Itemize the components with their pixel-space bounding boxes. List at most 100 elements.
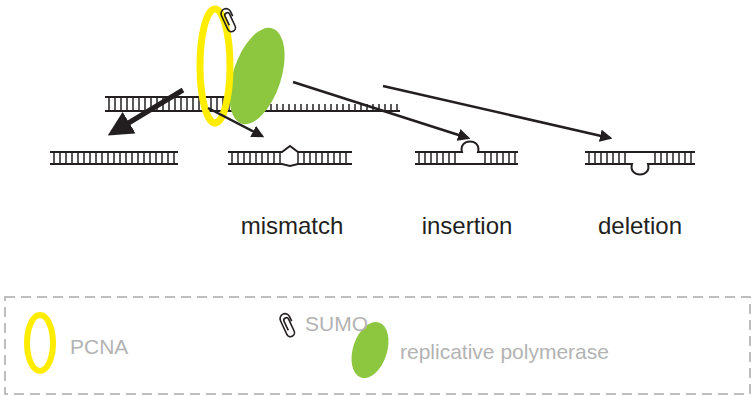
base-pair <box>143 152 145 164</box>
pcna-legend-icon <box>27 315 53 371</box>
base-pair <box>131 152 133 164</box>
base-pair <box>321 152 323 164</box>
base-pair <box>71 152 73 164</box>
base-pair <box>396 104 398 111</box>
base-pair <box>261 152 263 164</box>
base-pair <box>273 152 275 164</box>
base-pair <box>83 152 85 164</box>
base-pair <box>174 97 176 111</box>
outcome-label: mismatch <box>241 213 344 239</box>
base-pair <box>660 152 662 164</box>
base-pair <box>101 152 103 164</box>
base-pair <box>113 152 115 164</box>
base-pair <box>336 104 338 111</box>
base-pair <box>324 104 326 111</box>
base-pair <box>107 152 109 164</box>
base-pair <box>300 104 302 111</box>
outcome-arrows <box>112 82 610 138</box>
base-pair <box>315 152 317 164</box>
base-pair <box>255 152 257 164</box>
base-pair <box>155 152 157 164</box>
base-pair <box>442 152 444 164</box>
base-pair <box>327 152 329 164</box>
base-pair <box>231 152 233 164</box>
base-pair <box>330 104 332 111</box>
sumo-clip <box>219 7 238 33</box>
base-pair <box>180 97 182 111</box>
base-pair <box>108 97 110 111</box>
base-pair <box>77 152 79 164</box>
base-pair <box>161 152 163 164</box>
base-pair <box>114 97 116 111</box>
base-pair <box>267 152 269 164</box>
product-dna <box>50 142 695 175</box>
base-pair <box>690 152 692 164</box>
base-pair <box>282 104 284 111</box>
base-pair <box>666 152 668 164</box>
base-pair <box>318 104 320 111</box>
base-pair <box>514 152 516 164</box>
base-pair <box>600 152 602 164</box>
outcome-label: deletion <box>598 213 682 239</box>
base-pair <box>624 152 626 164</box>
base-pair <box>312 104 314 111</box>
base-pair <box>279 152 281 164</box>
base-pair <box>137 152 139 164</box>
base-pair <box>606 152 608 164</box>
base-pair <box>339 152 341 164</box>
base-pair <box>173 152 175 164</box>
base-pair <box>672 152 674 164</box>
base-pair <box>270 104 272 111</box>
base-pair <box>678 152 680 164</box>
base-pair <box>618 152 620 164</box>
base-pair <box>297 152 299 164</box>
base-pair <box>594 152 596 164</box>
base-pair <box>132 97 134 111</box>
base-pair <box>89 152 91 164</box>
base-pair <box>237 152 239 164</box>
base-pair <box>306 104 308 111</box>
base-pair <box>588 152 590 164</box>
base-pair <box>288 104 290 111</box>
base-pair <box>448 152 450 164</box>
base-pair <box>303 152 305 164</box>
base-pair <box>436 152 438 164</box>
base-pair <box>348 104 350 111</box>
base-pair <box>126 97 128 111</box>
base-pair <box>249 152 251 164</box>
base-pair <box>59 152 61 164</box>
base-pair <box>149 152 151 164</box>
base-pair <box>216 97 218 111</box>
base-pair <box>390 104 392 111</box>
base-pair <box>342 104 344 111</box>
base-pair <box>65 152 67 164</box>
base-pair <box>120 97 122 111</box>
base-pair <box>508 152 510 164</box>
base-pair <box>125 152 127 164</box>
base-pair <box>612 152 614 164</box>
outcome-label: insertion <box>422 213 513 239</box>
legend-text: PCNA <box>70 335 128 358</box>
base-pair <box>424 152 426 164</box>
base-pair <box>294 104 296 111</box>
base-pair <box>384 104 386 111</box>
base-pair <box>490 152 492 164</box>
base-pair <box>333 152 335 164</box>
base-pair <box>119 152 121 164</box>
base-pair <box>354 104 356 111</box>
base-pair <box>276 104 278 111</box>
base-pair <box>484 152 486 164</box>
base-pair <box>345 152 347 164</box>
base-pair <box>309 152 311 164</box>
base-pair <box>243 152 245 164</box>
base-pair <box>138 97 140 111</box>
base-pair <box>684 152 686 164</box>
base-pair <box>186 97 188 111</box>
base-pair <box>95 152 97 164</box>
base-pair <box>502 152 504 164</box>
base-pair <box>144 97 146 111</box>
base-pair <box>192 97 194 111</box>
base-pair <box>654 152 656 164</box>
base-pair <box>418 152 420 164</box>
legend-box <box>5 297 750 394</box>
